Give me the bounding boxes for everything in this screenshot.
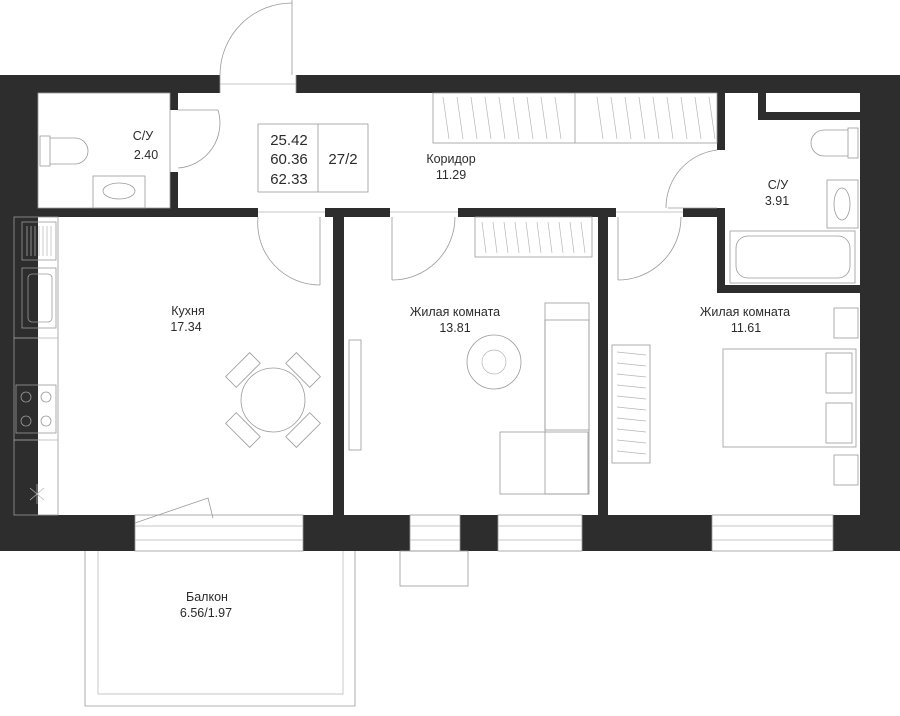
north-wall-right (296, 75, 900, 93)
wardrobe-hanger (456, 96, 464, 140)
wardrobe-hanger (498, 96, 506, 140)
bath2-area: 3.91 (765, 194, 789, 208)
wardrobe-hanger (616, 362, 647, 367)
interior-walls (0, 93, 860, 520)
wardrobe-hanger (512, 96, 520, 140)
south-wall-1 (0, 515, 135, 551)
corridor-wardrobe (432, 92, 718, 144)
wardrobe-hanger (616, 428, 647, 433)
wardrobe-hanger (514, 221, 520, 254)
kitchen-area: 17.34 (170, 320, 201, 334)
wardrobe-hanger (616, 406, 647, 411)
wardrobe-hanger (547, 221, 553, 254)
wardrobe-hanger (484, 96, 492, 140)
bath1-name: С/У (133, 129, 154, 143)
total-area-with-balcony-value: 62.33 (270, 171, 308, 188)
living-area-value: 25.42 (270, 132, 308, 149)
wardrobe-hanger (616, 395, 647, 400)
exterior-walls (0, 75, 900, 551)
living2-area: 11.61 (731, 321, 761, 335)
living2-fixtures (611, 307, 859, 486)
wardrobe-hanger (616, 373, 647, 378)
bath2-fixtures (729, 127, 859, 284)
wardrobe-hanger (610, 96, 618, 140)
doors (177, 0, 718, 286)
living1-name: Жилая комната (410, 305, 500, 319)
wardrobe-hanger (536, 221, 542, 254)
wardrobe-hanger (442, 96, 450, 140)
wardrobe-hanger (492, 221, 498, 254)
wardrobe-hanger (503, 221, 509, 254)
south-wall-2 (303, 515, 410, 551)
windows (134, 497, 834, 587)
wardrobe-hanger (708, 96, 716, 140)
wardrobe-hanger (666, 96, 674, 140)
living1-fixtures (348, 216, 593, 495)
wardrobe-hanger (580, 221, 586, 254)
wardrobe-hanger (481, 221, 487, 254)
living2-name: Жилая комната (700, 305, 790, 319)
room-labels: С/У 2.40 Коридор 11.29 С/У 3.91 Кухня 17… (133, 129, 790, 620)
wardrobe-hanger (540, 96, 548, 140)
corridor-name: Коридор (426, 152, 475, 166)
wardrobe-hanger (569, 221, 575, 254)
wardrobe-hanger (526, 96, 534, 140)
bath1-fixtures (37, 92, 171, 209)
wardrobe-hanger (525, 221, 531, 254)
total-area-value: 60.36 (270, 151, 308, 168)
wardrobe-hanger (616, 450, 647, 455)
south-wall-4 (582, 515, 712, 551)
wardrobe-hanger (616, 417, 647, 422)
living1-area: 13.81 (439, 321, 470, 335)
kitchen-fixtures (13, 216, 321, 516)
east-wall (860, 75, 900, 540)
balcony-area: 6.56/1.97 (180, 606, 232, 620)
wardrobe-hanger (616, 351, 647, 356)
balcony-outline (84, 551, 356, 707)
south-wall-5 (833, 515, 900, 551)
area-summary: 25.42 60.36 62.33 27/2 (257, 123, 369, 193)
wardrobe-hanger (680, 96, 688, 140)
balcony-name: Балкон (186, 590, 228, 604)
wardrobe-hanger (624, 96, 632, 140)
wardrobe-hanger (652, 96, 660, 140)
kitchen-name: Кухня (171, 304, 204, 318)
corridor-area: 11.29 (436, 168, 466, 182)
wardrobe-hanger (616, 384, 647, 389)
wardrobe-hanger (694, 96, 702, 140)
apartment-number: 27/2 (328, 151, 357, 168)
wardrobe-hanger (616, 439, 647, 444)
wardrobe-hanger (638, 96, 646, 140)
wardrobe-hanger (470, 96, 478, 140)
wardrobe-hanger (554, 96, 562, 140)
north-wall-left (0, 75, 220, 93)
bath1-area: 2.40 (134, 148, 158, 162)
west-wall (0, 75, 38, 540)
south-wall-3 (460, 515, 498, 551)
wardrobe-hanger (558, 221, 564, 254)
wardrobe-hanger (596, 96, 604, 140)
bath2-name: С/У (768, 178, 789, 192)
